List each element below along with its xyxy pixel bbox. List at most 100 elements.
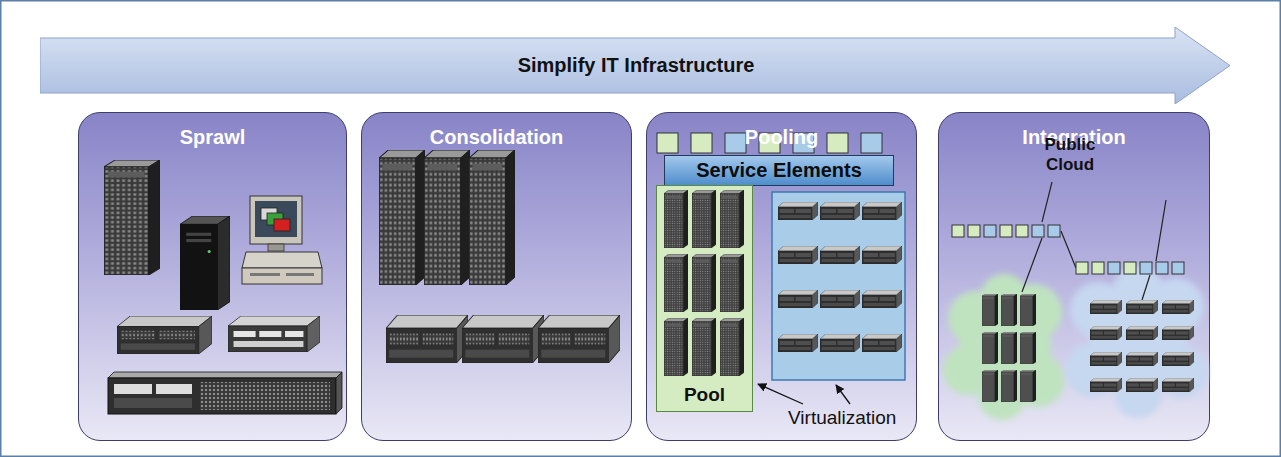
cloud-servers [1090, 326, 1122, 340]
cloud-servers [1126, 326, 1158, 340]
cloud-links [1156, 200, 1166, 261]
green-cloud [943, 345, 993, 395]
virtual-pool [820, 202, 860, 220]
service-element-squares [1016, 225, 1028, 237]
rack-server-icon [114, 384, 152, 394]
virtual-pool [772, 192, 905, 380]
virtual-pool [820, 334, 860, 352]
workstation-icon [255, 201, 297, 237]
consolidated-servers [424, 150, 470, 285]
rack-server-icon [108, 372, 342, 414]
cloud-racks [1020, 370, 1036, 402]
workstation-icon [250, 273, 280, 276]
workstation-icon [267, 213, 283, 225]
blue-cloud [1088, 288, 1188, 388]
green-cloud [943, 274, 1065, 420]
rack-server-icon [200, 382, 330, 410]
service-element-squares [1108, 262, 1120, 274]
consolidated-servers [462, 315, 544, 363]
cloud-servers [1162, 300, 1194, 314]
panel-heading: Sprawl [180, 126, 246, 149]
service-element-squares [691, 133, 712, 153]
pool-racks [664, 190, 688, 248]
service-element-squares [1000, 225, 1012, 237]
sprawl-servers [117, 316, 212, 354]
rack-server-icon [108, 378, 336, 414]
cloud-label: Public Cloud [1030, 135, 1110, 174]
cloud-links [1042, 182, 1052, 222]
cloud-links [1022, 182, 1166, 300]
service-element-squares [827, 133, 848, 153]
workstation-icon [242, 268, 322, 284]
leader-line [758, 384, 850, 404]
workstation-icon [274, 219, 290, 231]
cloud-links [1022, 238, 1042, 292]
pool-racks [720, 190, 744, 248]
rack-server-icon [114, 398, 192, 408]
cloud-racks [1020, 332, 1036, 364]
cloud-servers [1162, 326, 1194, 340]
cloud-racks [1001, 370, 1017, 402]
workstation-icon [261, 208, 277, 220]
green-cloud [980, 274, 1028, 322]
cloud-racks [982, 370, 998, 402]
virtual-pool [862, 290, 902, 308]
virtual-pool [820, 290, 860, 308]
blue-cloud [1065, 266, 1208, 418]
consolidated-servers [469, 150, 515, 285]
workstation-icon [268, 244, 284, 251]
service-bar: Service Elements [664, 155, 894, 186]
panel-heading: Consolidation [430, 126, 563, 149]
green-cloud [978, 372, 1026, 420]
cloud-links [1142, 275, 1150, 300]
blue-cloud [1065, 343, 1119, 397]
workstation-icon [242, 252, 322, 268]
service-element-squares [1172, 262, 1184, 274]
consolidated-servers [538, 315, 620, 363]
arrow-banner: Simplify IT Infrastructure [40, 27, 1232, 104]
consolidated-servers [379, 150, 425, 285]
cloud-racks [982, 294, 998, 326]
cloud-racks [1001, 294, 1017, 326]
consolidated-servers [386, 315, 468, 363]
bar-label: Service Elements [696, 159, 862, 182]
rack-server-icon [108, 372, 342, 378]
virtual-pool [862, 202, 902, 220]
pool-racks [692, 190, 716, 248]
service-element-squares [984, 225, 996, 237]
sprawl-servers [228, 316, 320, 352]
green-cloud [1006, 284, 1062, 340]
leader-line [758, 384, 803, 404]
rack-server-icon [336, 372, 342, 414]
consolidated-servers [379, 150, 620, 363]
cloud-servers [1126, 352, 1158, 366]
service-element-squares [1048, 225, 1060, 237]
cloud-servers [1090, 300, 1122, 314]
cloud-servers [1126, 378, 1158, 392]
blue-cloud [1112, 266, 1164, 318]
sprawl-servers [104, 160, 342, 414]
pool-label: Pool [684, 384, 725, 406]
rack-server-icon [156, 384, 192, 394]
cloud-racks [1001, 332, 1017, 364]
service-element-squares [861, 133, 882, 153]
blue-cloud [1114, 370, 1162, 418]
workstation-icon [286, 273, 314, 276]
service-element-squares [1140, 262, 1152, 274]
cloud-links [1061, 231, 1076, 268]
pool-box: Pool [656, 185, 753, 412]
stage-panel: Consolidation [361, 112, 632, 441]
pool-racks [720, 318, 744, 376]
blue-cloud [1070, 282, 1126, 338]
virtual-pool [778, 334, 818, 352]
service-element-squares [759, 133, 780, 153]
service-element-squares [793, 133, 814, 153]
virtual-pool [862, 246, 902, 264]
virtual-pool [820, 246, 860, 264]
green-cloud [1011, 353, 1065, 407]
service-element-squares [1032, 225, 1044, 237]
service-element-squares [1076, 262, 1088, 274]
service-element-squares [952, 225, 964, 237]
stage-panel: PoolingService ElementsPool [646, 112, 917, 441]
